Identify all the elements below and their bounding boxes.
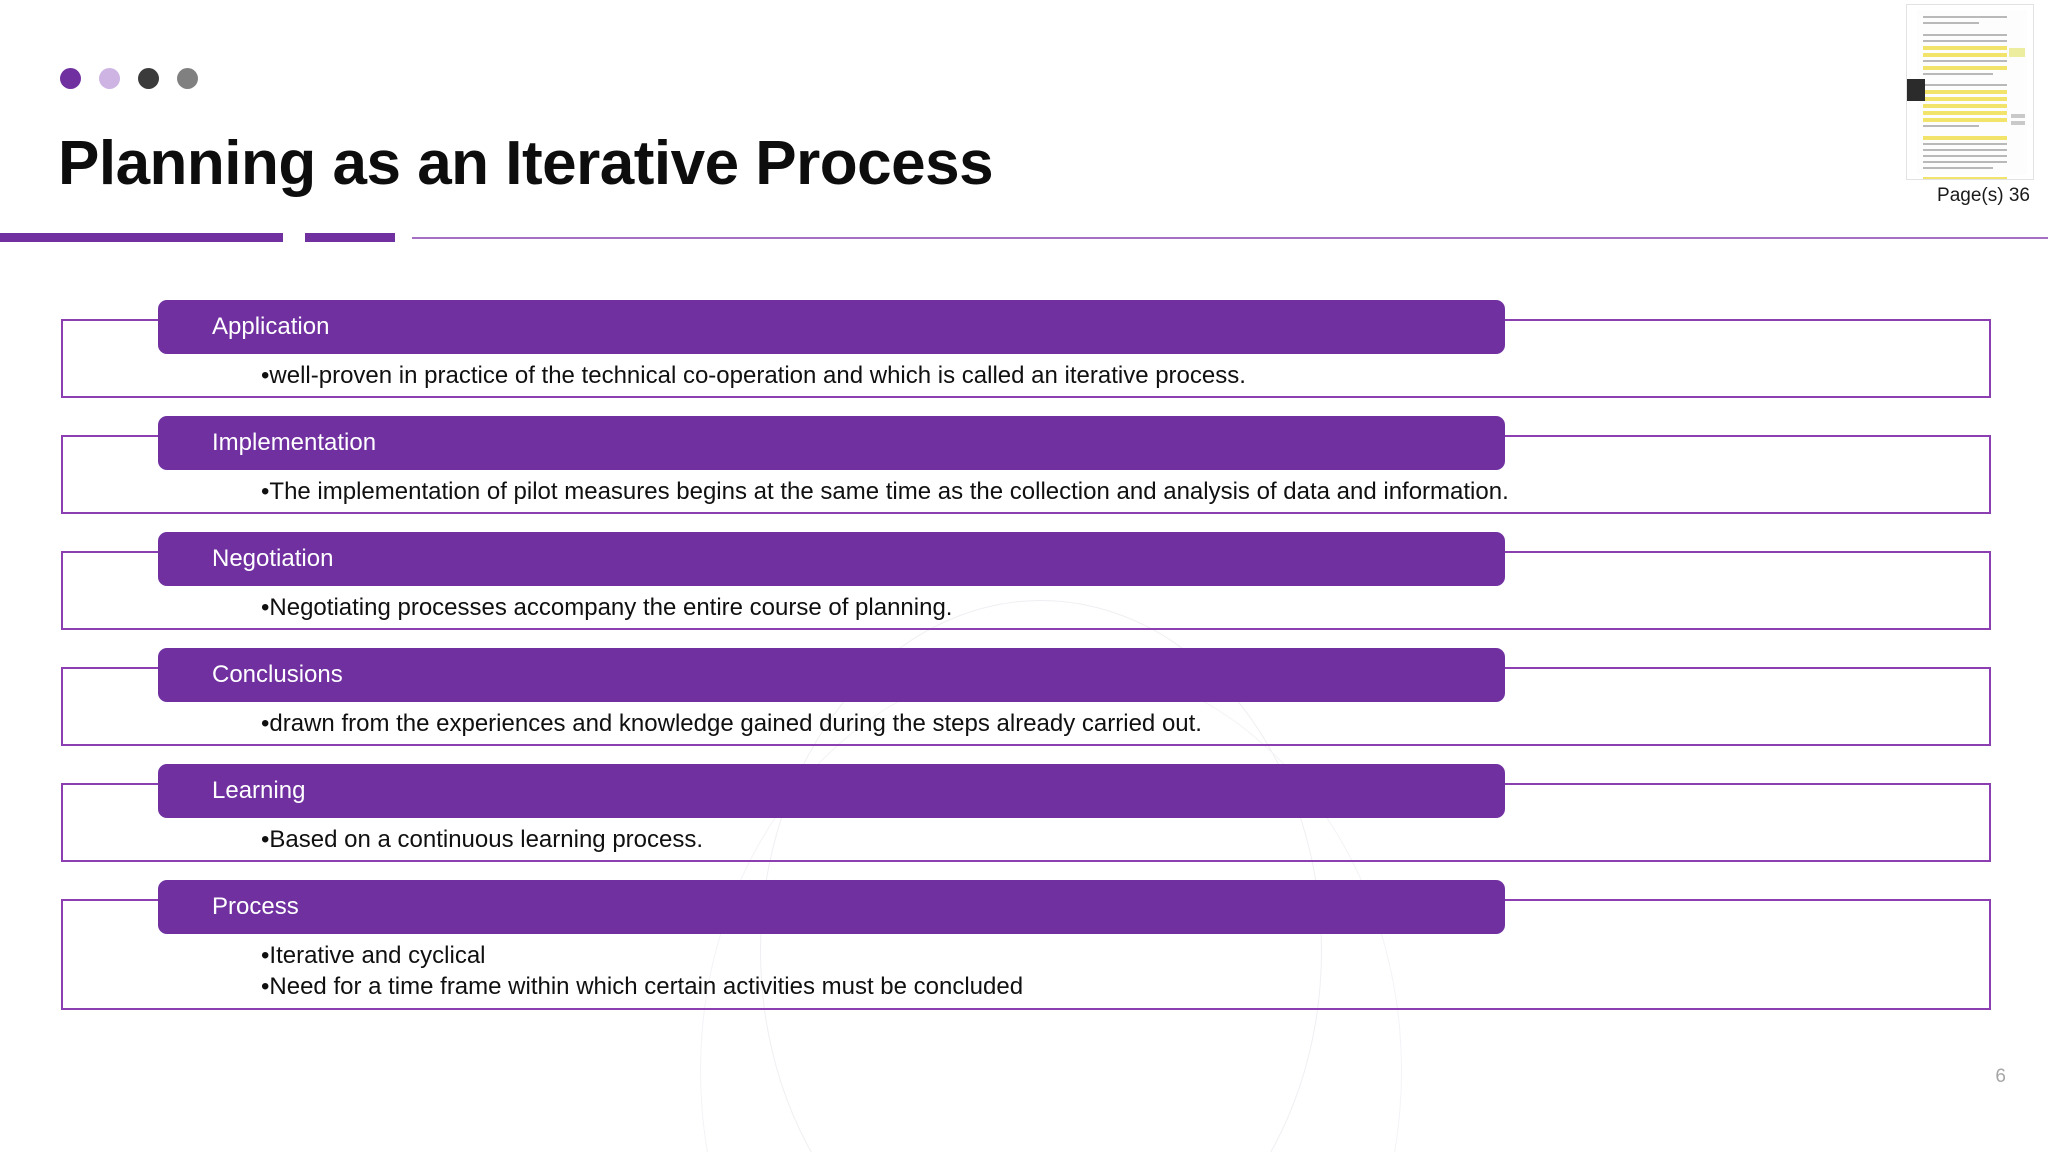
section-header-label: Application — [212, 313, 330, 340]
section-body: •Iterative and cyclical •Need for a time … — [261, 940, 1971, 1002]
section-bullet: •Need for a time frame within which cert… — [261, 973, 1024, 1000]
dot-lavender — [99, 68, 120, 89]
section-header-label: Conclusions — [212, 661, 343, 688]
section-body: •drawn from the experiences and knowledg… — [261, 708, 1971, 739]
source-reference-card[interactable]: Page(s) 36 — [1906, 4, 2034, 210]
thumbnail-inline-figure — [1907, 79, 1925, 101]
section-body: •The implementation of pilot measures be… — [261, 476, 1971, 507]
section-header-bar[interactable]: Conclusions — [158, 648, 1505, 702]
section-body: •Based on a continuous learning process. — [261, 824, 1971, 855]
title-underline-segment-1 — [0, 233, 283, 242]
section-header-bar[interactable]: Learning — [158, 764, 1505, 818]
section-header-bar[interactable]: Process — [158, 880, 1505, 934]
section-body: •Negotiating processes accompany the ent… — [261, 592, 1971, 623]
title-underline-segment-2 — [305, 233, 395, 242]
source-page-label: Page(s) 36 — [1906, 182, 2034, 210]
section-band[interactable]: Implementation •The implementation of pil… — [61, 416, 1991, 514]
slide-page-number: 6 — [1995, 1066, 2006, 1087]
section-band[interactable]: Conclusions •drawn from the experiences a… — [61, 648, 1991, 746]
source-page-thumbnail[interactable] — [1906, 4, 2034, 180]
section-header-label: Process — [212, 893, 299, 920]
page-title: Planning as an Iterative Process — [58, 129, 994, 198]
section-bullet: •The implementation of pilot measures be… — [261, 478, 1509, 505]
section-header-bar[interactable]: Application — [158, 300, 1505, 354]
dot-dark-gray — [138, 68, 159, 89]
section-bullet: •well-proven in practice of the technica… — [261, 362, 1246, 389]
decorative-dots-row — [60, 68, 198, 89]
section-body: •well-proven in practice of the technica… — [261, 360, 1971, 391]
section-band[interactable]: Process •Iterative and cyclical •Need for … — [61, 880, 1991, 1010]
section-header-label: Implementation — [212, 429, 377, 456]
section-bullet: •Iterative and cyclical — [261, 942, 486, 969]
section-bullet: •Based on a continuous learning process. — [261, 826, 704, 853]
dot-mid-gray — [177, 68, 198, 89]
section-header-label: Negotiation — [212, 545, 334, 572]
section-bullet: •Negotiating processes accompany the ent… — [261, 594, 953, 621]
thumbnail-page-surface — [1917, 10, 2027, 179]
title-underline-thin-rule — [412, 237, 2048, 239]
section-header-bar[interactable]: Implementation — [158, 416, 1505, 470]
section-band[interactable]: Application •well-proven in practice of t… — [61, 300, 1991, 398]
section-band[interactable]: Learning •Based on a continuous learning … — [61, 764, 1991, 862]
section-header-label: Learning — [212, 777, 306, 804]
section-header-bar[interactable]: Negotiation — [158, 532, 1505, 586]
section-bullet: •drawn from the experiences and knowledg… — [261, 710, 1202, 737]
section-band[interactable]: Negotiation •Negotiating processes accomp… — [61, 532, 1991, 630]
dot-purple — [60, 68, 81, 89]
